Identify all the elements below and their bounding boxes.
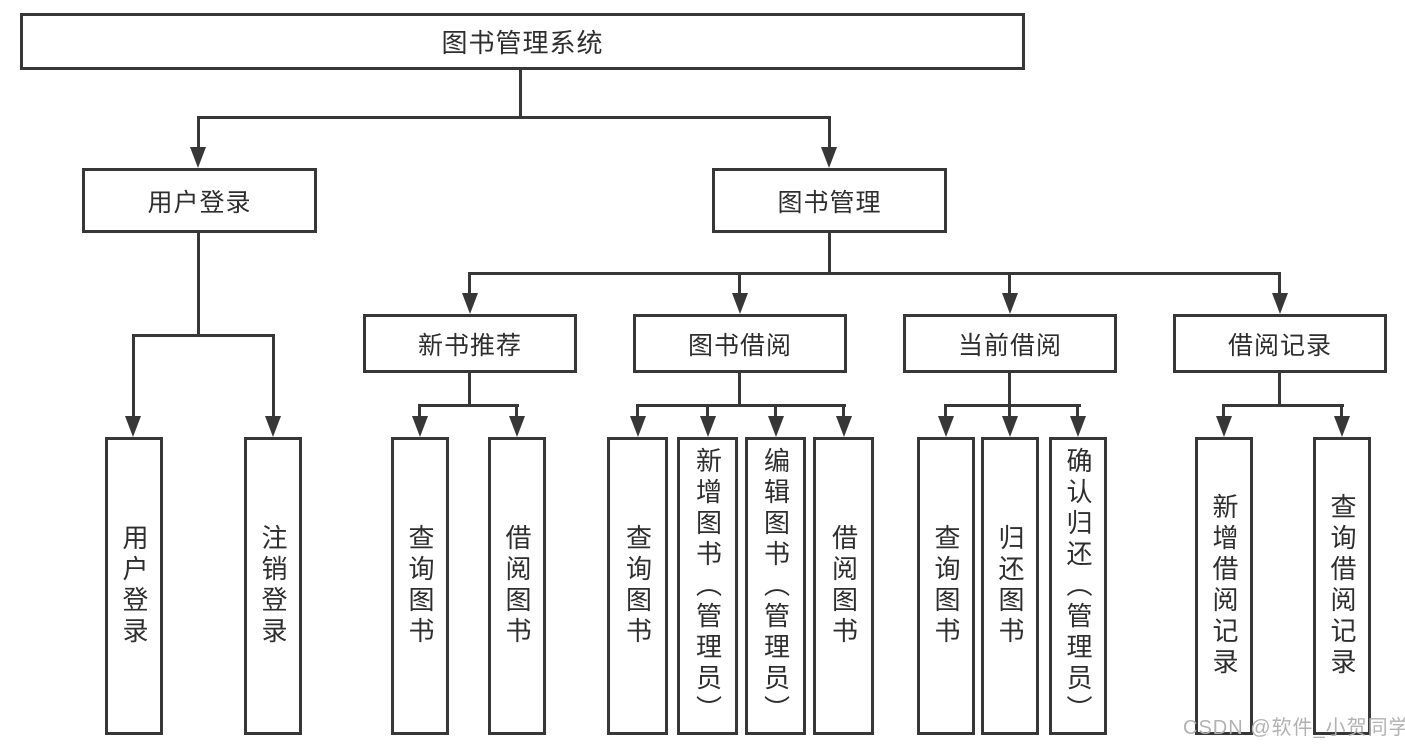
leaf-borrow-books-label: 借阅图书 xyxy=(828,524,859,648)
connector-line xyxy=(1340,404,1343,418)
leaf-add-books-admin-label: 新增图书（管理员） xyxy=(692,446,723,726)
arrow-down-icon xyxy=(732,293,748,314)
connector-line xyxy=(1222,404,1225,418)
arrow-down-icon xyxy=(125,416,141,437)
arrow-down-icon xyxy=(265,416,281,437)
arrow-down-icon xyxy=(462,293,478,314)
leaf-edit-books-admin-label: 编辑图书（管理员） xyxy=(760,446,791,726)
connector-line xyxy=(738,272,741,295)
leaf-query-books-recommend-label: 查询图书 xyxy=(405,524,435,648)
leaf-query-books-current: 查询图书 xyxy=(917,437,975,735)
arrow-down-icon xyxy=(1070,416,1086,437)
connector-line xyxy=(418,404,421,418)
leaf-query-books-borrow-label: 查询图书 xyxy=(622,524,653,648)
leaf-borrow-books-recommend: 借阅图书 xyxy=(488,437,546,735)
node-borrow-record-label: 借阅记录 xyxy=(1227,331,1332,360)
node-current-borrow-label: 当前借阅 xyxy=(957,331,1062,360)
leaf-return-books-label: 归还图书 xyxy=(995,524,1025,648)
connector-line xyxy=(1278,373,1281,406)
connector-line xyxy=(828,116,831,150)
arrow-down-icon xyxy=(509,416,525,437)
arrow-down-icon xyxy=(700,416,716,437)
arrow-down-icon xyxy=(938,416,954,437)
connector-line xyxy=(1008,373,1011,406)
leaf-confirm-return-admin-label: 确认归还（管理员） xyxy=(1063,446,1093,726)
connector-line xyxy=(132,334,275,337)
connector-line xyxy=(468,373,471,406)
connector-line xyxy=(944,404,1081,407)
node-user-login: 用户登录 xyxy=(82,168,317,233)
leaf-query-books-borrow: 查询图书 xyxy=(607,437,668,735)
arrow-down-icon xyxy=(1334,416,1350,437)
leaf-add-borrow-record: 新增借阅记录 xyxy=(1195,437,1253,735)
node-new-book-recommend: 新书推荐 xyxy=(363,314,577,373)
leaf-confirm-return-admin: 确认归还（管理员） xyxy=(1049,437,1107,735)
connector-line xyxy=(468,272,471,295)
node-book-management-label: 图书管理 xyxy=(777,188,882,217)
node-current-borrow: 当前借阅 xyxy=(903,314,1117,373)
leaf-borrow-books: 借阅图书 xyxy=(813,437,874,735)
leaf-logout: 注销登录 xyxy=(244,437,302,735)
leaf-edit-books-admin: 编辑图书（管理员） xyxy=(745,437,806,735)
leaf-add-borrow-record-label: 新增借阅记录 xyxy=(1209,493,1239,679)
connector-line xyxy=(738,373,741,406)
leaf-logout-label: 注销登录 xyxy=(258,524,288,648)
node-root: 图书管理系统 xyxy=(20,13,1025,70)
csdn-watermark: CSDN @软件_小贺同学 xyxy=(1183,717,1405,739)
connector-line xyxy=(1222,404,1344,407)
connector-line xyxy=(197,233,200,336)
leaf-borrow-books-recommend-label: 借阅图书 xyxy=(502,524,532,648)
connector-line xyxy=(636,404,639,418)
node-root-label: 图书管理系统 xyxy=(441,28,604,58)
leaf-user-login: 用户登录 xyxy=(105,437,163,735)
connector-line xyxy=(272,334,275,418)
connector-line xyxy=(636,404,846,407)
leaf-query-borrow-record-label: 查询借阅记录 xyxy=(1327,493,1357,679)
arrow-down-icon xyxy=(1216,416,1232,437)
arrow-down-icon xyxy=(1272,293,1288,314)
node-new-book-recommend-label: 新书推荐 xyxy=(417,331,522,360)
connector-line xyxy=(197,116,831,119)
node-book-borrow-label: 图书借阅 xyxy=(687,331,792,360)
node-book-borrow: 图书借阅 xyxy=(633,314,847,373)
connector-line xyxy=(1008,272,1011,295)
arrow-down-icon xyxy=(412,416,428,437)
connector-line xyxy=(197,116,200,150)
leaf-query-books-recommend: 查询图书 xyxy=(391,437,449,735)
connector-line xyxy=(1278,272,1281,295)
leaf-return-books: 归还图书 xyxy=(981,437,1039,735)
connector-line xyxy=(418,404,519,407)
arrow-down-icon xyxy=(190,147,206,168)
connector-line xyxy=(468,272,1281,275)
arrow-down-icon xyxy=(768,416,784,437)
leaf-add-books-admin: 新增图书（管理员） xyxy=(677,437,738,735)
connector-line xyxy=(842,404,845,418)
connector-line xyxy=(828,233,831,274)
arrow-down-icon xyxy=(821,147,837,168)
connector-line xyxy=(132,334,135,418)
arrow-down-icon xyxy=(630,416,646,437)
connector-line xyxy=(515,404,518,418)
connector-line xyxy=(1008,404,1011,418)
connector-line xyxy=(519,70,522,118)
node-borrow-record: 借阅记录 xyxy=(1173,314,1387,373)
connector-line xyxy=(706,404,709,418)
connector-line xyxy=(774,404,777,418)
leaf-user-login-label: 用户登录 xyxy=(119,524,149,648)
arrow-down-icon xyxy=(1002,416,1018,437)
node-book-management: 图书管理 xyxy=(712,168,947,233)
leaf-query-books-current-label: 查询图书 xyxy=(931,524,961,648)
connector-line xyxy=(1076,404,1079,418)
connector-line xyxy=(944,404,947,418)
node-user-login-label: 用户登录 xyxy=(147,188,252,217)
arrow-down-icon xyxy=(836,416,852,437)
leaf-query-borrow-record: 查询借阅记录 xyxy=(1313,437,1371,735)
arrow-down-icon xyxy=(1002,293,1018,314)
